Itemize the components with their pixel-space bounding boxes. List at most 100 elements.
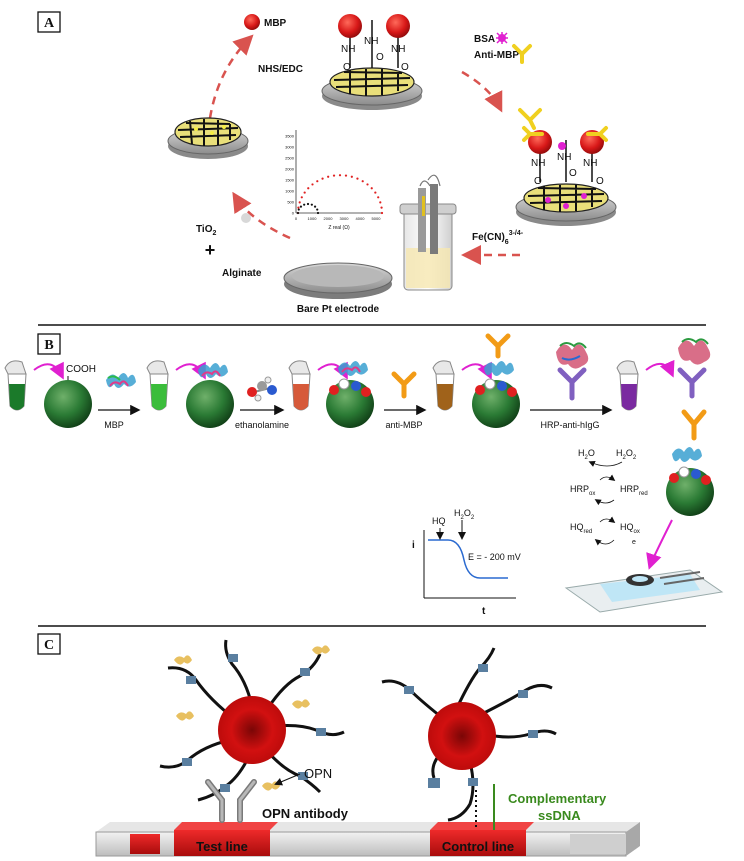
test-line	[174, 830, 270, 856]
nyquist-point-modified	[356, 177, 359, 180]
nyquist-xtick: 0	[295, 216, 298, 221]
hrp-antibody-icon	[556, 342, 589, 401]
anti-mbp-step-label: anti-MBP	[385, 420, 422, 430]
bead-1	[44, 380, 92, 428]
nyquist-point-bare	[303, 203, 306, 206]
o-label-3: O	[401, 62, 409, 73]
cooh-label: COOH	[66, 364, 96, 375]
amp-h2o2-label: H2O2	[454, 508, 475, 521]
nyquist-point-modified	[327, 175, 330, 178]
nyquist-point-modified	[307, 187, 310, 190]
panel-b: B COOH MBP e	[4, 333, 724, 617]
nyquist-point-modified	[321, 177, 324, 180]
tube-4	[432, 360, 455, 411]
o-label-6: O	[596, 176, 604, 187]
mbp-legend-sphere	[244, 14, 260, 30]
conjugate-pad	[130, 834, 160, 854]
electrochemical-cell	[399, 174, 457, 291]
nh-label-2: NH	[364, 36, 378, 47]
bead-2	[186, 380, 234, 428]
amp-trace	[428, 539, 508, 579]
nyquist-xtick: 2000	[324, 216, 334, 221]
panel-c-label-box	[37, 633, 61, 655]
panel-b-label-box	[37, 333, 61, 355]
nyquist-point-bare	[299, 205, 303, 208]
nyquist-point-modified	[332, 174, 336, 177]
transfer-arrow-5	[645, 359, 675, 378]
amp-xlabel: t	[482, 606, 486, 617]
amperometric-plot: i t HQ H2O2 E = - 200 mV	[412, 508, 521, 617]
nyquist-point-bare	[297, 208, 300, 211]
mbp-on-bead-2	[198, 363, 228, 378]
electron-label: e	[632, 539, 636, 546]
complementary-label: Complementary	[508, 791, 607, 806]
nyquist-ytick: 2000	[285, 167, 295, 172]
nyquist-point-bare	[306, 202, 310, 206]
nyquist-point-modified	[298, 201, 301, 204]
h2o2-label: H2O2	[616, 448, 637, 461]
blocking-arrow	[461, 70, 503, 113]
opn-pointer	[274, 773, 301, 786]
amp-potential-label: E = - 200 mV	[468, 552, 521, 562]
nh-label-1: NH	[341, 44, 355, 55]
immunosensor-electrode: NH NH NH O O O	[515, 108, 617, 226]
nyquist-point-modified	[300, 196, 303, 199]
transfer-arrow-1	[33, 361, 64, 380]
panel-c: C Test line Control line	[37, 633, 640, 857]
tube-3	[288, 360, 311, 411]
nyquist-ytick: 1500	[285, 178, 295, 183]
nyquist-xlabel: Z real (Ω)	[328, 225, 350, 231]
nyquist-point-modified	[303, 191, 306, 194]
nyquist-xtick: 3000	[340, 216, 350, 221]
opn-label: OPN	[304, 766, 332, 781]
nyquist-point-modified	[350, 175, 353, 178]
blocked-bead-surface	[329, 361, 371, 397]
ethanolamine-label: ethanolamine	[235, 420, 289, 430]
ssdna-label: ssDNA	[538, 808, 581, 823]
nyquist-xtick: 1000	[308, 216, 318, 221]
hrp-ox-label: HRPox	[570, 484, 595, 497]
opn-nanoparticle-conjugate	[159, 639, 345, 823]
tio2-label: TiO2	[196, 224, 216, 237]
redox-cycle: H2O H2O2 HRPox HRPred HQred HQox e	[570, 448, 648, 546]
nyquist-point-modified	[344, 174, 348, 177]
tube-5	[616, 360, 639, 411]
control-line	[430, 830, 526, 856]
anti-mbp-label: Anti-MBP	[474, 50, 519, 61]
nyquist-xtick: 4000	[356, 216, 366, 221]
modification-arrow	[232, 191, 291, 240]
hq-ox-label: HQox	[620, 522, 640, 535]
tio2-particle	[241, 213, 251, 223]
nyquist-point-modified	[374, 191, 377, 194]
mbp-legend-label: MBP	[264, 18, 287, 29]
bead-4-complex	[475, 333, 517, 397]
ferricyanide-label: Fe(CN)63-/4-	[472, 230, 524, 246]
final-complex	[666, 338, 714, 516]
modified-electrode	[167, 117, 249, 159]
nh-label-6: NH	[583, 158, 597, 169]
o-label-1: O	[343, 62, 351, 73]
nyquist-point-modified	[297, 206, 300, 209]
test-line-label: Test line	[196, 839, 248, 854]
hrp-step-label: HRP-anti-hIgG	[540, 420, 599, 430]
nyquist-point-modified	[366, 183, 369, 186]
bsa-icon	[496, 32, 508, 44]
hrp-red-label: HRPred	[620, 484, 648, 497]
o-label-5: O	[569, 168, 577, 179]
nyquist-point-bare	[313, 205, 317, 208]
alginate-label: Alginate	[222, 268, 262, 279]
deposit-arrow	[646, 519, 673, 570]
ethanolamine-molecule-icon	[247, 376, 277, 402]
hq-red-label: HQred	[570, 522, 592, 535]
nyquist-xtick: 5000	[372, 216, 382, 221]
panel-b-label: B	[44, 338, 53, 353]
mbp-step-label: MBP	[104, 420, 124, 430]
nh-label-4: NH	[531, 158, 545, 169]
panel-a-label-box	[37, 11, 61, 33]
control-nanoparticle-conjugate	[381, 647, 557, 830]
panel-c-label: C	[44, 638, 54, 653]
nyquist-point-bare	[316, 208, 319, 211]
antibody-icon	[512, 44, 532, 64]
nyquist-ytick: 3500	[285, 134, 295, 139]
